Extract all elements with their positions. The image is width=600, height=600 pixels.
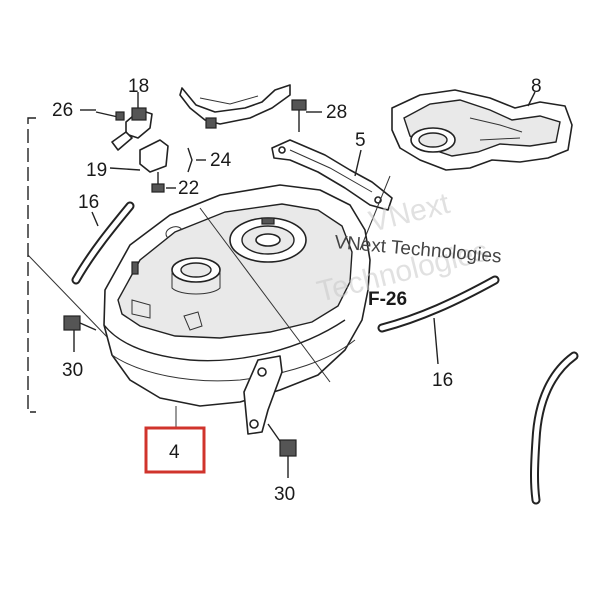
callout-30-left: 30 (62, 360, 83, 381)
part-4-fuel-tank (103, 175, 391, 435)
part-30-bolt-left (63, 315, 97, 352)
callout-8: 8 (531, 76, 542, 97)
callout-26: 26 (52, 100, 73, 121)
small-hardware (109, 139, 206, 193)
callout-19: 19 (86, 160, 107, 181)
part-16-hose-right (377, 275, 500, 365)
callout-16-right: 16 (432, 370, 453, 391)
return-hose (530, 351, 579, 505)
group-bracket (27, 117, 111, 413)
part-26-bolt (80, 109, 125, 121)
callout-22: 22 (178, 178, 199, 199)
callout-4: 4 (169, 442, 180, 463)
part-18-valve (111, 92, 153, 151)
part-8-housing (391, 89, 573, 171)
part-16-hose-left (71, 201, 135, 285)
callout-30-bottom: 30 (274, 484, 295, 505)
highlight-box (144, 426, 206, 474)
upper-cover-part (179, 84, 291, 129)
callout-16-left: 16 (78, 192, 99, 213)
reference-f26: F-26 (368, 289, 407, 310)
part-28-bolt (291, 99, 322, 132)
callout-18: 18 (128, 76, 149, 97)
callout-28: 28 (326, 102, 347, 123)
callout-24: 24 (210, 150, 232, 171)
part-30-bolt-bottom (267, 423, 297, 478)
callout-5: 5 (355, 130, 366, 151)
